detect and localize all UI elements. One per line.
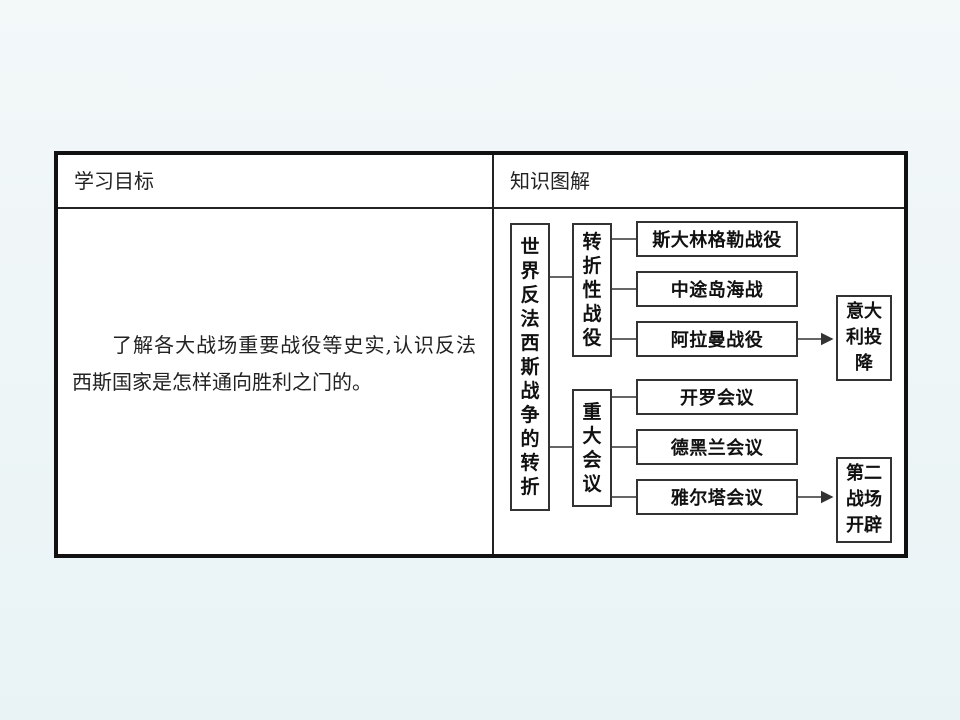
result1-box: 意大利投降	[836, 295, 892, 381]
g1-item1-box: 斯大林格勒战役	[636, 221, 798, 257]
g2-item2-box: 德黑兰会议	[636, 429, 798, 465]
group2-box: 重大会议	[572, 389, 612, 507]
group1-title: 转折性战役	[582, 231, 602, 349]
diagram-connectors	[550, 238, 834, 504]
header-knowledge-diagram: 知识图解	[510, 169, 590, 193]
header-learning-objectives: 学习目标	[74, 169, 154, 193]
root-label: 世界反法西斯战争的转折	[520, 236, 540, 498]
root-box: 世界反法西斯战争的转折	[510, 223, 550, 511]
objective-text: 了解各大战场重要战役等史实,认识反法西斯国家是怎样通向胜利之门的。	[72, 333, 476, 394]
result2-label: 第二战场开辟	[846, 463, 882, 536]
g2-item3-box: 雅尔塔会议	[636, 479, 798, 515]
objectives-table: 学习目标 知识图解 了解各大战场重要战役等史实,认识反法西斯国家是怎样通向胜利之…	[54, 151, 908, 558]
g1-item3-box: 阿拉曼战役	[636, 321, 798, 357]
knowledge-diagram: 世界反法西斯战争的转折 转折性战役 重大会议 斯大林格勒战役 中途岛海战 阿拉曼…	[506, 217, 896, 547]
result2-box: 第二战场开辟	[836, 457, 892, 543]
group2-title: 重大会议	[582, 401, 602, 495]
g2-item1-box: 开罗会议	[636, 379, 798, 415]
result1-label: 意大利投降	[846, 301, 882, 374]
g1-item2-box: 中途岛海战	[636, 271, 798, 307]
table-header-row: 学习目标 知识图解	[58, 155, 904, 209]
group1-box: 转折性战役	[572, 223, 612, 357]
column-divider	[492, 155, 494, 554]
